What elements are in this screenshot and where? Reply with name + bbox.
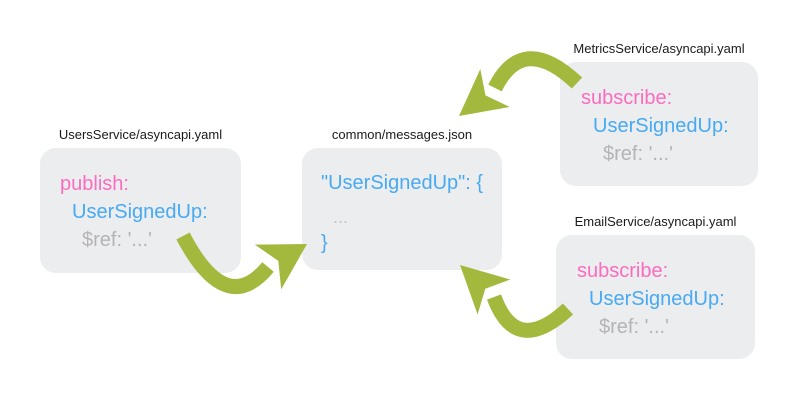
email-subscribe-keyword: subscribe: xyxy=(577,260,669,282)
users-publish-keyword: publish: xyxy=(60,173,129,195)
email-service-box: subscribe: UserSignedUp: $ref: '...' xyxy=(556,235,755,359)
metrics-service-file-label: MetricsService/asyncapi.yaml xyxy=(573,41,745,56)
common-message-key: "UserSignedUp": { xyxy=(321,172,484,194)
users-message-name: UserSignedUp: xyxy=(72,201,208,223)
email-message-name: UserSignedUp: xyxy=(589,288,725,310)
metrics-ref-line: $ref: '...' xyxy=(603,143,673,165)
metrics-message-name: UserSignedUp: xyxy=(593,115,729,137)
users-ref-line: $ref: '...' xyxy=(82,229,152,251)
users-service-box: publish: UserSignedUp: $ref: '...' xyxy=(40,148,241,273)
metrics-subscribe-keyword: subscribe: xyxy=(581,87,673,109)
common-messages-box: "UserSignedUp": { ... } xyxy=(302,148,502,270)
common-messages-file-label: common/messages.json xyxy=(331,127,473,142)
email-service-file-label: EmailService/asyncapi.yaml xyxy=(574,214,737,229)
common-closing-brace: } xyxy=(321,232,328,254)
metrics-service-box: subscribe: UserSignedUp: $ref: '...' xyxy=(560,62,758,186)
email-ref-line: $ref: '...' xyxy=(599,316,669,338)
common-ellipsis: ... xyxy=(333,207,349,227)
users-service-file-label: UsersService/asyncapi.yaml xyxy=(58,127,223,142)
arrow-email-to-common-icon xyxy=(460,265,574,338)
